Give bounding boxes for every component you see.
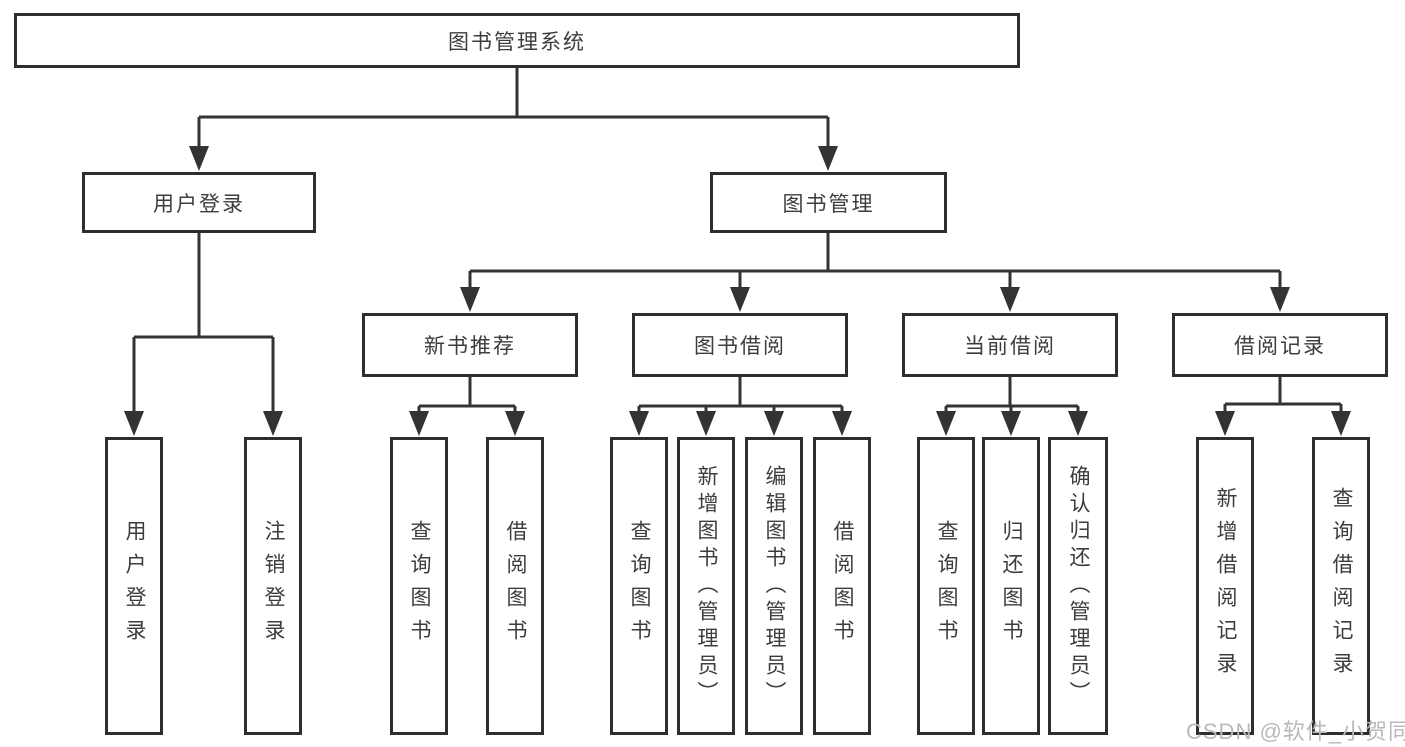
connector-new-book-recommendation (409, 377, 525, 436)
leaf-edit-books-admin: 编辑图书（管理员） (745, 437, 803, 735)
arrowhead-icon (696, 411, 716, 436)
leaf-add-books-admin: 新增图书（管理员） (677, 437, 735, 735)
arrowhead-icon (832, 411, 852, 436)
arrowhead-icon (1270, 287, 1290, 312)
arrowhead-icon (1001, 411, 1021, 436)
connector-line (944, 377, 1080, 414)
connector-line (1223, 377, 1343, 414)
leaf-confirm-return-admin: 确认归还（管理员） (1048, 437, 1108, 735)
leaf-query-books-current: 查询图书 (917, 437, 975, 735)
node-book-management: 图书管理 (710, 172, 947, 233)
connector-root (189, 68, 838, 171)
arrowhead-icon (629, 411, 649, 436)
connector-user-login (124, 233, 283, 436)
node-book-borrowing: 图书借阅 (632, 313, 848, 377)
arrowhead-icon (818, 146, 838, 171)
leaf-query-books-borrow: 查询图书 (610, 437, 668, 735)
arrowhead-icon (764, 411, 784, 436)
arrowhead-icon (505, 411, 525, 436)
arrowhead-icon (124, 411, 144, 436)
csdn-watermark: CSDN @软件_小贺同学 (1186, 719, 1405, 744)
connector-book-borrowing (629, 377, 852, 436)
leaf-return-books: 归还图书 (982, 437, 1040, 735)
connector-line (468, 233, 1282, 290)
connector-line (417, 377, 517, 414)
node-new-book-recommendation: 新书推荐 (362, 313, 578, 377)
connector-line (132, 233, 275, 414)
connector-book-management (460, 233, 1290, 312)
arrowhead-icon (409, 411, 429, 436)
leaf-add-borrow-record: 新增借阅记录 (1196, 437, 1254, 735)
leaf-borrow-books-recommend: 借阅图书 (486, 437, 544, 735)
arrowhead-icon (460, 287, 480, 312)
arrowhead-icon (1331, 411, 1351, 436)
arrowhead-icon (730, 287, 750, 312)
node-user-login: 用户登录 (82, 172, 316, 233)
leaf-logout: 注销登录 (244, 437, 302, 735)
connector-borrowing-records (1215, 377, 1351, 436)
node-current-borrowing: 当前借阅 (902, 313, 1118, 377)
node-root: 图书管理系统 (14, 13, 1020, 68)
leaf-query-borrow-record: 查询借阅记录 (1312, 437, 1370, 735)
arrowhead-icon (1000, 287, 1020, 312)
arrowhead-icon (1215, 411, 1235, 436)
connector-line (637, 377, 844, 414)
arrowhead-icon (189, 146, 209, 171)
leaf-query-books-recommend: 查询图书 (390, 437, 448, 735)
leaf-borrow-books: 借阅图书 (813, 437, 871, 735)
connector-current-borrowing (936, 377, 1088, 436)
arrowhead-icon (936, 411, 956, 436)
connector-line (197, 68, 830, 150)
leaf-user-login: 用户登录 (105, 437, 163, 735)
node-borrowing-records: 借阅记录 (1172, 313, 1388, 377)
arrowhead-icon (1068, 411, 1088, 436)
arrowhead-icon (263, 411, 283, 436)
